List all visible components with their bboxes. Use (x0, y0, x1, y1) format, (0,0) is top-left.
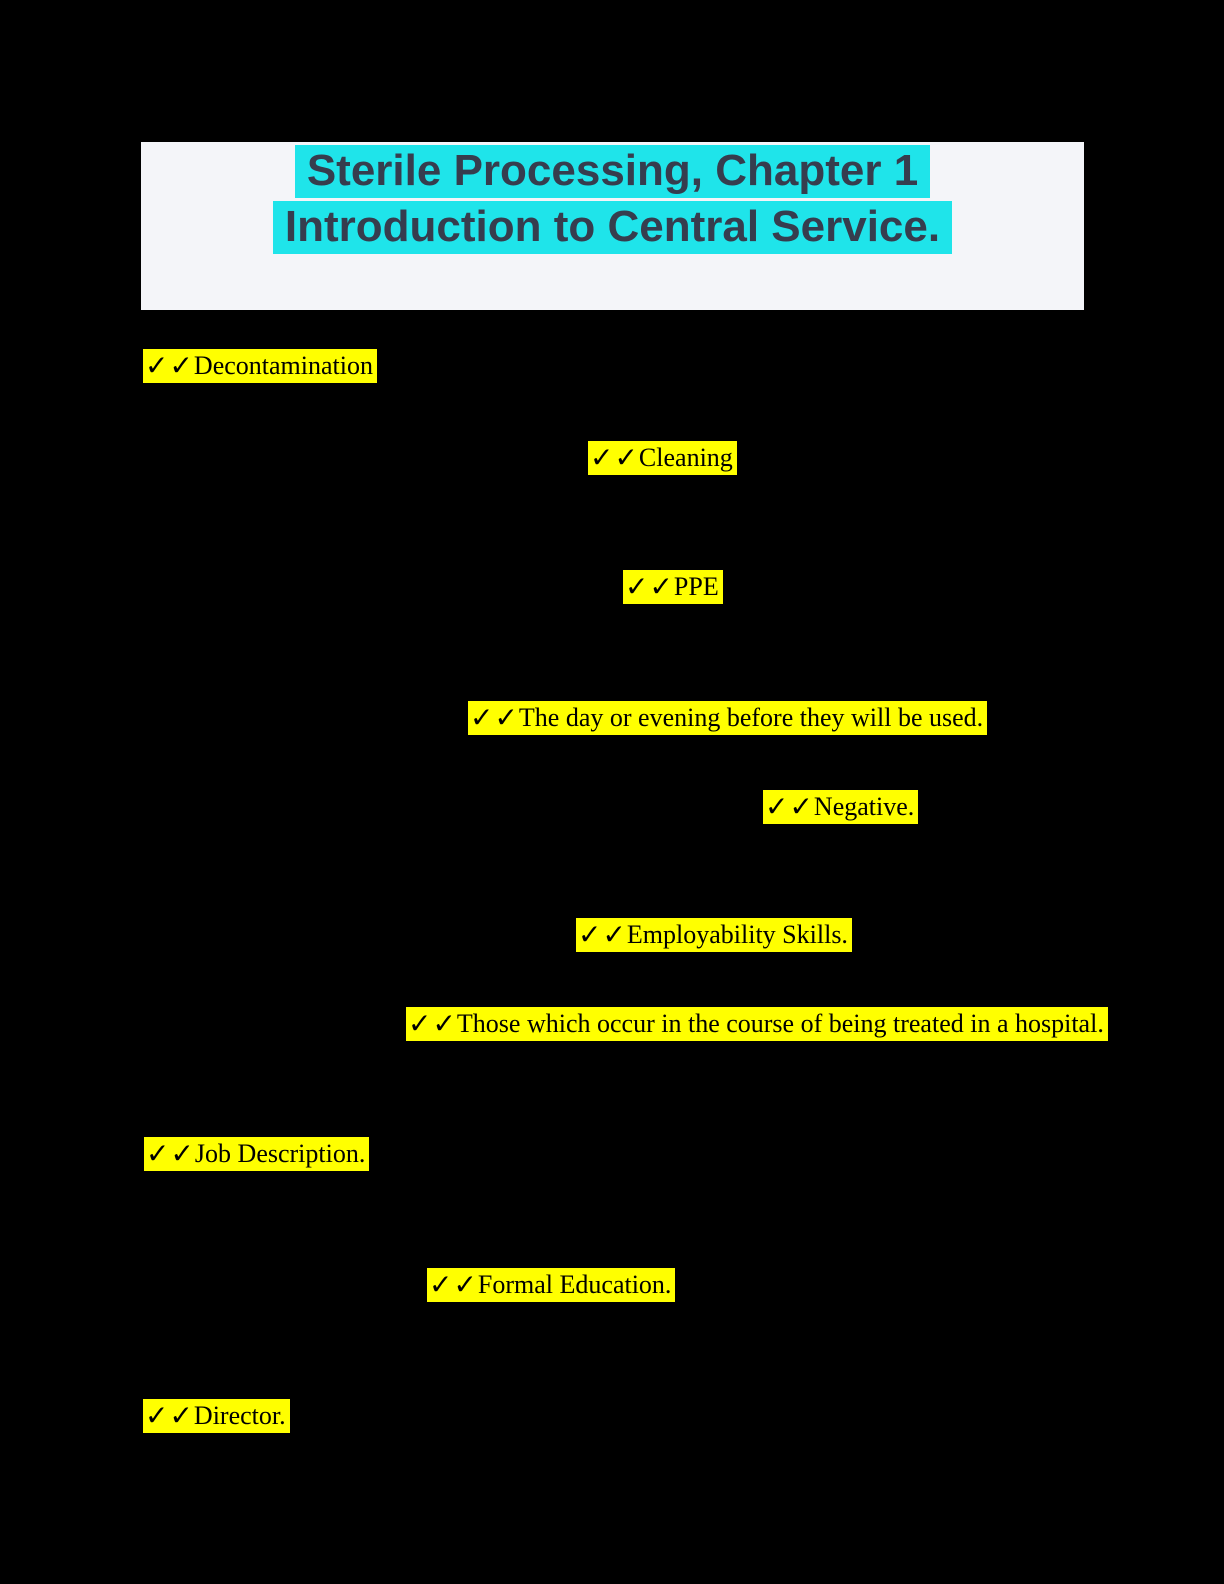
answer-ppe: ✓✓PPE (623, 570, 723, 604)
title-header-block: Sterile Processing, Chapter 1 Introducti… (141, 142, 1084, 310)
answer-employability-skills: ✓✓Employability Skills. (576, 918, 852, 952)
answer-hospital-acquired: ✓✓Those which occur in the course of bei… (406, 1007, 1108, 1041)
answer-cleaning: ✓✓Cleaning (588, 441, 737, 475)
double-checkmark-icon: ✓✓ (146, 1137, 195, 1170)
double-checkmark-icon: ✓✓ (578, 918, 627, 951)
document-title-line-2: Introduction to Central Service. (141, 199, 1084, 255)
double-checkmark-icon: ✓✓ (470, 701, 519, 734)
double-checkmark-icon: ✓✓ (590, 441, 639, 474)
answer-text: The day or evening before they will be u… (518, 703, 984, 732)
answer-text: Cleaning (638, 443, 733, 472)
answer-text: Those which occur in the course of being… (456, 1009, 1104, 1038)
answer-text: Job Description. (194, 1139, 366, 1168)
answer-director: ✓✓Director. (143, 1399, 290, 1433)
answer-text: Formal Education. (477, 1270, 672, 1299)
title-highlight-2: Introduction to Central Service. (272, 201, 953, 254)
double-checkmark-icon: ✓✓ (145, 1399, 194, 1432)
answer-text: Director. (193, 1401, 286, 1430)
double-checkmark-icon: ✓✓ (765, 790, 814, 823)
double-checkmark-icon: ✓✓ (625, 570, 674, 603)
document-title-line-1: Sterile Processing, Chapter 1 (141, 143, 1084, 199)
double-checkmark-icon: ✓✓ (408, 1007, 457, 1040)
answer-text: Negative. (813, 792, 915, 821)
answer-text: PPE (673, 572, 719, 601)
answer-day-or-evening-before: ✓✓The day or evening before they will be… (468, 701, 988, 735)
answer-decontamination: ✓✓Decontamination (143, 349, 377, 383)
title-highlight-1: Sterile Processing, Chapter 1 (294, 145, 931, 198)
answer-text: Decontamination (193, 351, 373, 380)
double-checkmark-icon: ✓✓ (145, 349, 194, 382)
double-checkmark-icon: ✓✓ (429, 1268, 478, 1301)
answer-job-description: ✓✓Job Description. (144, 1137, 370, 1171)
answer-text: Employability Skills. (626, 920, 848, 949)
answer-formal-education: ✓✓Formal Education. (427, 1268, 676, 1302)
answer-negative: ✓✓Negative. (763, 790, 919, 824)
